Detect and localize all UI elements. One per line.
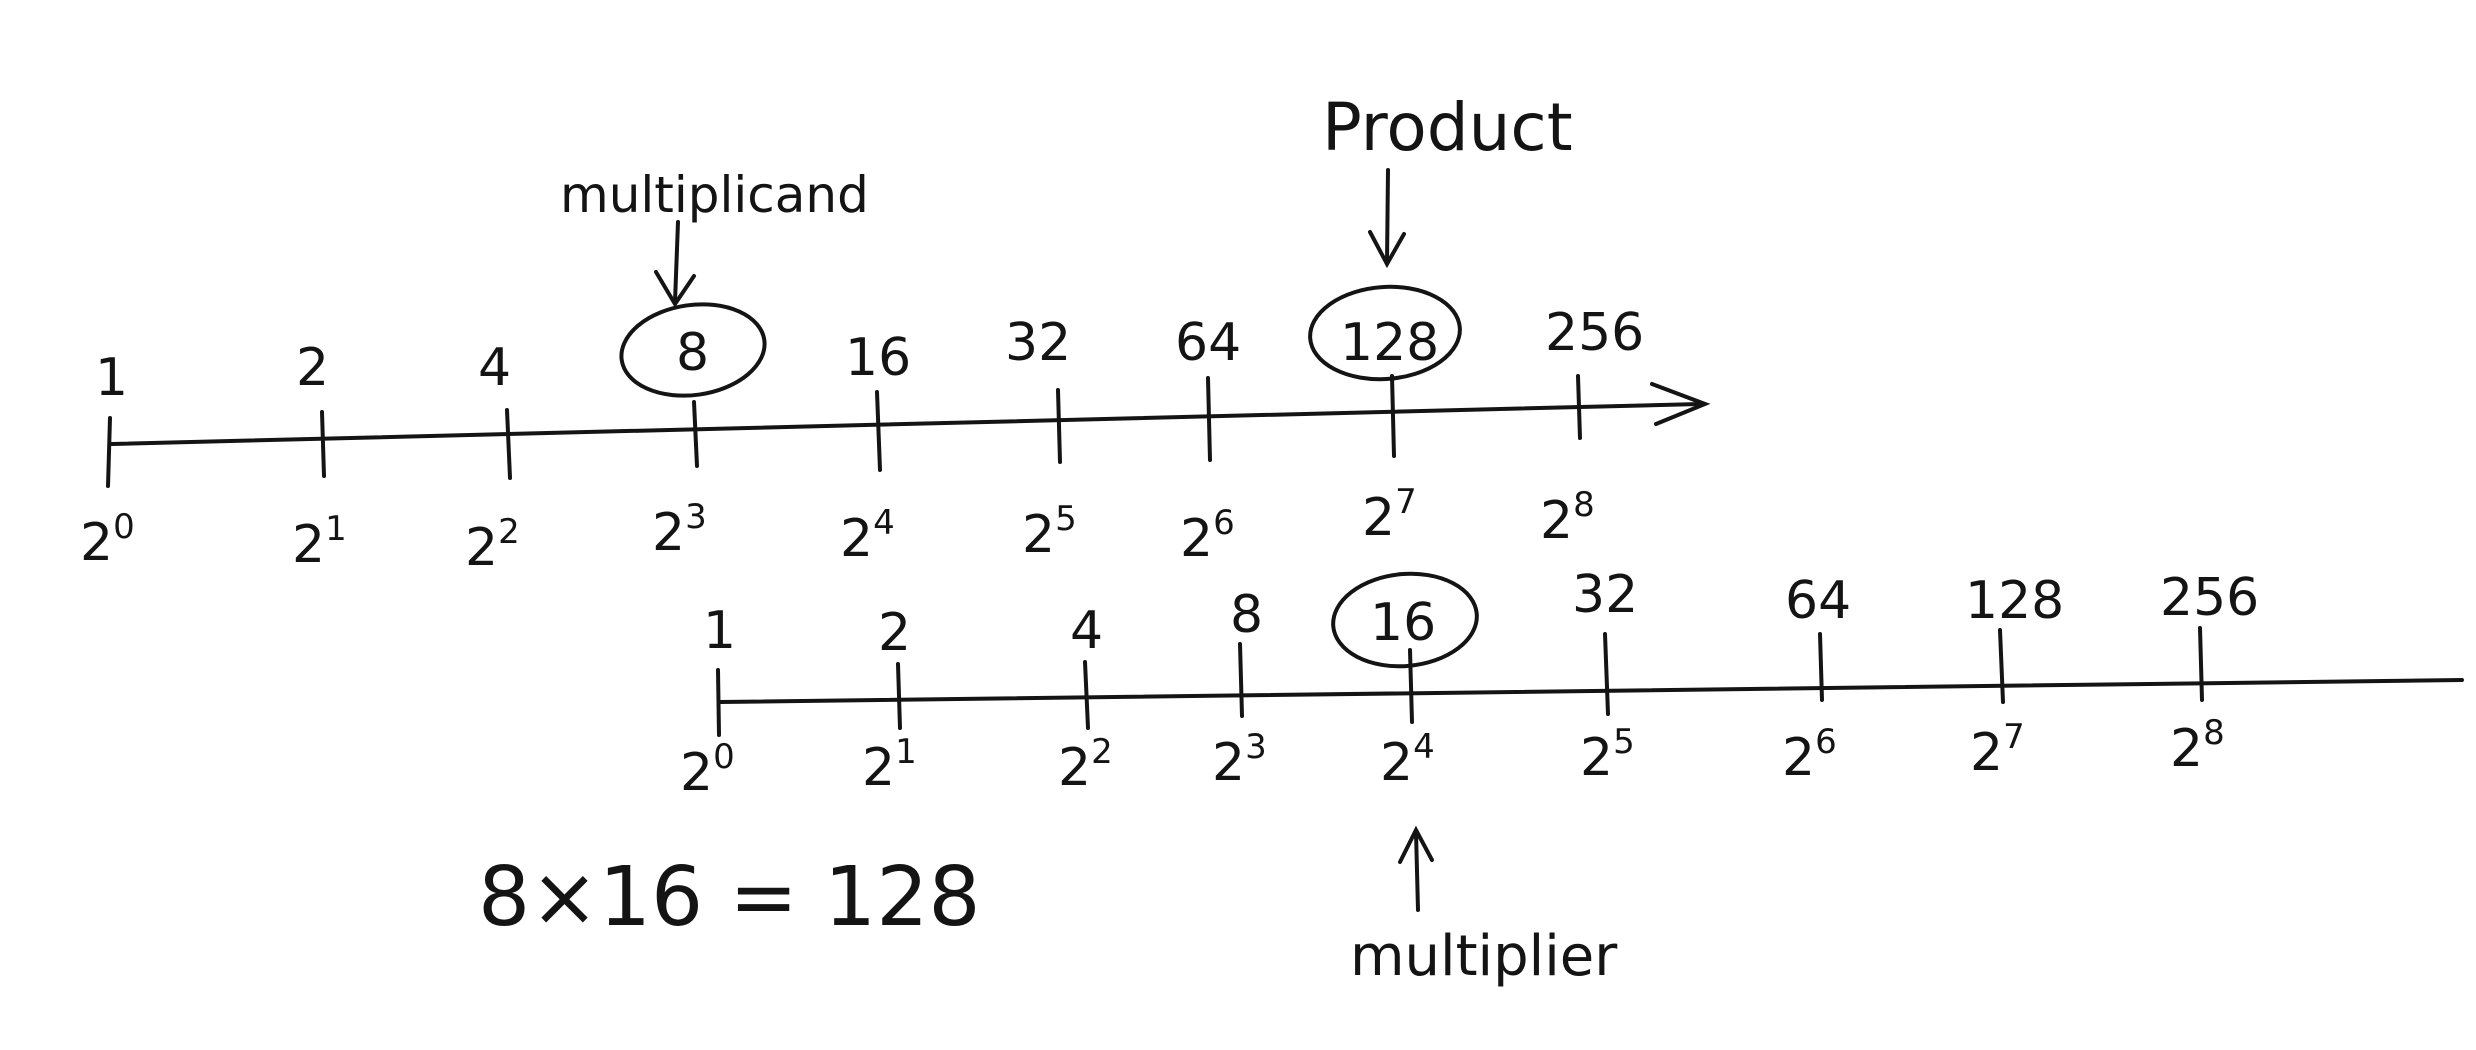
- bottom-exponent-label: 23: [1212, 727, 1267, 793]
- top-tick: [106, 416, 112, 488]
- bottom-value-label: 128: [1965, 571, 2064, 631]
- top-exponent-label: 21: [292, 509, 347, 575]
- bottom-tick: [1998, 628, 2005, 704]
- top-value-label: 1: [95, 348, 128, 408]
- bottom-tick: [1238, 642, 1244, 718]
- multiplier-arrow: [1398, 825, 1434, 912]
- top-value-label multiplicand-value: 8: [676, 323, 709, 383]
- bottom-scale-axis-line: [718, 678, 2464, 704]
- bottom-value-label: 32: [1572, 565, 1638, 625]
- bottom-exponent-label: 20: [680, 737, 735, 803]
- top-scale-values: 1 2 4 8 16 32 64 128 256: [95, 303, 1644, 408]
- top-exponent-label: 23: [652, 497, 707, 563]
- top-value-label product-value: 128: [1340, 313, 1439, 373]
- top-value-label: 256: [1545, 303, 1644, 363]
- bottom-value-label: 64: [1785, 571, 1851, 631]
- bottom-tick: [896, 662, 902, 730]
- bottom-scale: [716, 626, 2464, 737]
- bottom-value-label: 1: [703, 601, 736, 661]
- multiplicand-label: multiplicand: [560, 166, 869, 224]
- product-arrow: [1368, 168, 1406, 269]
- equation-text: 8×16 = 128: [478, 850, 981, 945]
- multiplicand-arrow: [654, 220, 696, 308]
- top-exponent-label: 22: [465, 512, 520, 578]
- multiplier-label: multiplier: [1350, 924, 1618, 989]
- top-tick: [1390, 374, 1396, 458]
- top-exponent-label: 25: [1022, 499, 1077, 565]
- bottom-scale-exponents: 20 21 22 23 24 25 26 27 28: [680, 713, 2225, 803]
- top-value-label: 16: [845, 328, 911, 388]
- top-value-label: 32: [1005, 313, 1071, 373]
- bottom-value-label multiplier-value: 16: [1370, 593, 1436, 653]
- bottom-value-label: 256: [2160, 568, 2259, 628]
- multiplicand-circle: [619, 302, 767, 398]
- top-tick: [875, 390, 882, 472]
- bottom-value-label: 2: [878, 603, 911, 663]
- top-scale: [106, 374, 1711, 488]
- top-value-label: 4: [478, 338, 511, 398]
- bottom-exponent-label: 25: [1580, 722, 1635, 788]
- bottom-tick: [2198, 626, 2204, 702]
- bottom-tick: [716, 668, 721, 737]
- top-tick: [1056, 388, 1062, 464]
- top-exponent-label: 27: [1362, 482, 1417, 548]
- bottom-tick: [1408, 648, 1414, 724]
- bottom-exponent-label: 22: [1058, 732, 1113, 798]
- top-tick: [505, 408, 512, 480]
- bottom-value-label: 4: [1070, 601, 1103, 661]
- top-scale-arrowhead: [1650, 382, 1711, 426]
- top-exponent-label: 20: [80, 507, 135, 573]
- top-value-label: 64: [1175, 313, 1241, 373]
- top-tick: [1206, 376, 1212, 462]
- top-exponent-label: 24: [840, 503, 895, 569]
- bottom-tick: [1083, 660, 1090, 730]
- bottom-tick: [1818, 632, 1824, 702]
- top-tick: [320, 410, 326, 478]
- bottom-exponent-label: 26: [1782, 722, 1837, 788]
- bottom-exponent-label: 27: [1970, 717, 2025, 783]
- bottom-exponent-label: 24: [1380, 727, 1435, 793]
- product-label: Product: [1322, 89, 1573, 166]
- bottom-exponent-label: 21: [862, 732, 917, 798]
- multiplier-circle: [1331, 571, 1479, 669]
- top-tick: [1576, 374, 1582, 440]
- top-tick: [692, 400, 699, 468]
- top-scale-axis-line: [110, 402, 1702, 446]
- top-value-label: 2: [296, 338, 329, 398]
- bottom-exponent-label: 28: [2170, 713, 2225, 779]
- top-exponent-label: 26: [1180, 503, 1235, 569]
- bottom-tick: [1603, 632, 1610, 716]
- bottom-value-label: 8: [1230, 585, 1263, 645]
- bottom-scale-values: 1 2 4 8 16 32 64 128 256: [703, 565, 2259, 663]
- top-exponent-label: 28: [1540, 485, 1595, 551]
- top-scale-exponents: 20 21 22 23 24 25 26 27 28: [80, 482, 1595, 578]
- product-circle: [1308, 284, 1462, 382]
